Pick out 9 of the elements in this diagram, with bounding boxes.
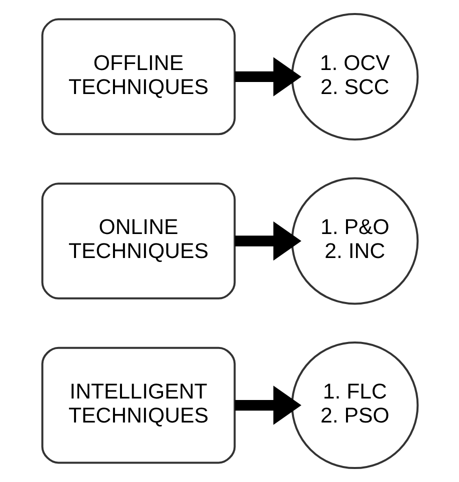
arrow xyxy=(234,386,301,425)
node-circle: 1. OCV 2. SCC xyxy=(290,12,418,140)
node-circle: 1. FLC 2. PSO xyxy=(290,342,418,470)
node-box: OFFLINE TECHNIQUES xyxy=(40,18,236,136)
node-box: ONLINE TECHNIQUES xyxy=(40,182,236,300)
arrow xyxy=(234,221,301,261)
node-box: INTELLIGENT TECHNIQUES xyxy=(40,346,236,464)
node-circle: 1. P&O 2. INC xyxy=(290,177,418,305)
arrow xyxy=(234,57,301,96)
